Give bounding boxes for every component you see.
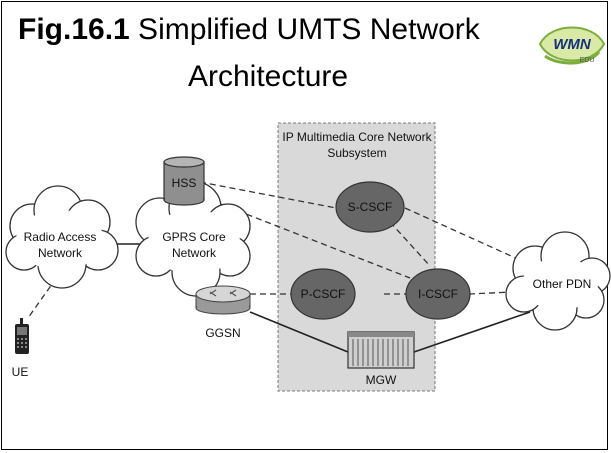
gprs-label-line1: GPRS Core <box>162 230 226 244</box>
ran-label-line2: Network <box>38 246 83 260</box>
ims-label-line1: IP Multimedia Core Network <box>282 130 432 144</box>
logo-subtext: EDU <box>580 57 595 64</box>
figure-label: Fig.16.1 <box>18 13 130 46</box>
mgw-equipment-icon: MGW <box>347 331 415 387</box>
pcscf-node: P-CSCF <box>290 268 356 320</box>
ran-cloud: Radio Access Network <box>5 185 119 289</box>
scscf-node: S-CSCF <box>335 181 405 233</box>
ran-label-line1: Radio Access <box>24 230 97 244</box>
ggsn-router-icon: GGSN <box>195 285 251 340</box>
icscf-node: I-CSCF <box>405 268 471 320</box>
gprs-cloud: GPRS Core Network <box>135 181 251 297</box>
pcscf-label: P-CSCF <box>301 287 346 301</box>
hss-label: HSS <box>172 176 197 190</box>
wmn-logo: WMN EDU <box>538 26 606 65</box>
gprs-label-line2: Network <box>172 246 217 260</box>
slide-title-line2: Architecture <box>188 60 349 93</box>
hss-database-icon: HSS <box>163 156 205 206</box>
ims-label-line2: Subsystem <box>327 146 386 160</box>
link-scscf-pdn <box>404 207 521 261</box>
link-icscf-pdn <box>468 291 513 295</box>
link-mgw-pdn <box>413 311 531 353</box>
ue-label: UE <box>12 365 29 379</box>
signalling-links <box>27 181 521 319</box>
link-hss-icscf <box>199 195 411 279</box>
slide-title-line1: Fig.16.1 Simplified UMTS Network <box>18 10 480 50</box>
pdn-cloud: Other PDN <box>505 231 611 331</box>
title-text: Simplified UMTS Network <box>129 13 480 46</box>
ggsn-label: GGSN <box>205 326 240 340</box>
mgw-label: MGW <box>366 373 397 387</box>
ue-phone-icon: UE <box>12 318 29 379</box>
pdn-label: Other PDN <box>533 277 592 291</box>
scscf-label: S-CSCF <box>348 200 393 214</box>
icscf-label: I-CSCF <box>418 287 458 301</box>
logo-text: WMN <box>553 36 592 53</box>
link-hss-scscf <box>199 181 337 209</box>
link-ggsn-mgw <box>249 311 349 353</box>
